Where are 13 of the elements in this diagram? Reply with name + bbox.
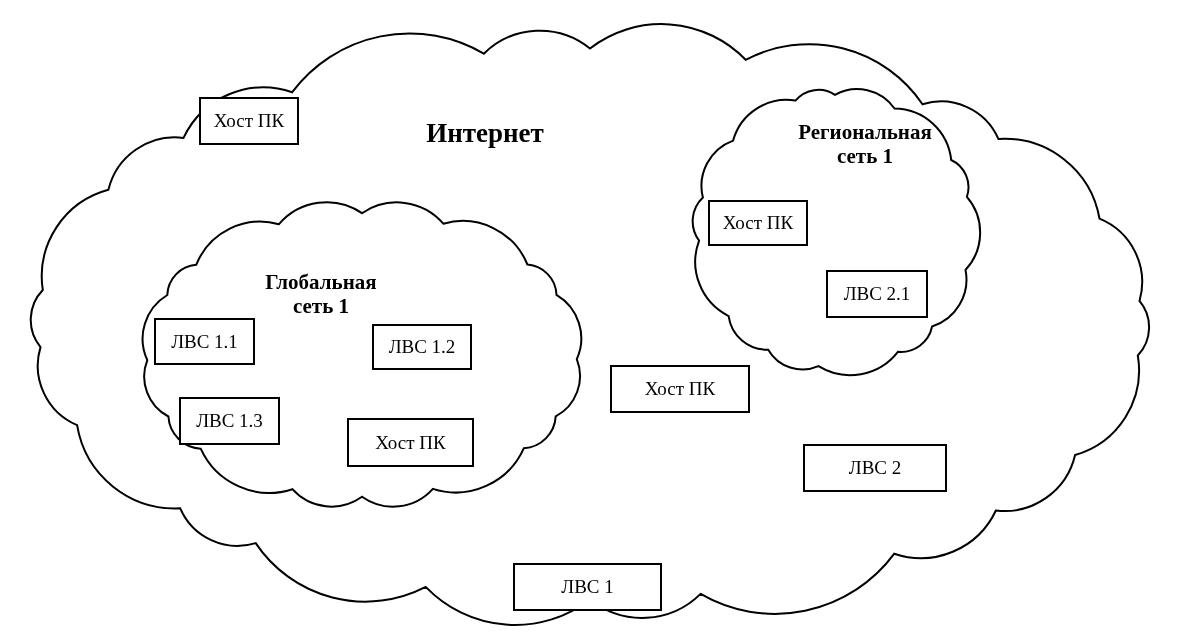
host-box: Хост ПК — [199, 97, 299, 145]
network-label: Глобальная сеть 1 — [264, 270, 378, 319]
host-box: ЛВС 1 — [513, 563, 662, 611]
host-box: ЛВС 1.1 — [154, 318, 255, 365]
host-box: ЛВС 1.3 — [179, 397, 280, 445]
network-label: Интернет — [425, 118, 545, 150]
host-box: ЛВС 1.2 — [372, 324, 472, 370]
network-label: Региональная сеть 1 — [797, 120, 933, 169]
host-box: ЛВС 2.1 — [826, 270, 928, 318]
host-box: Хост ПК — [708, 200, 808, 246]
host-box: ЛВС 2 — [803, 444, 947, 492]
host-box: Хост ПК — [347, 418, 474, 467]
host-box: Хост ПК — [610, 365, 750, 413]
